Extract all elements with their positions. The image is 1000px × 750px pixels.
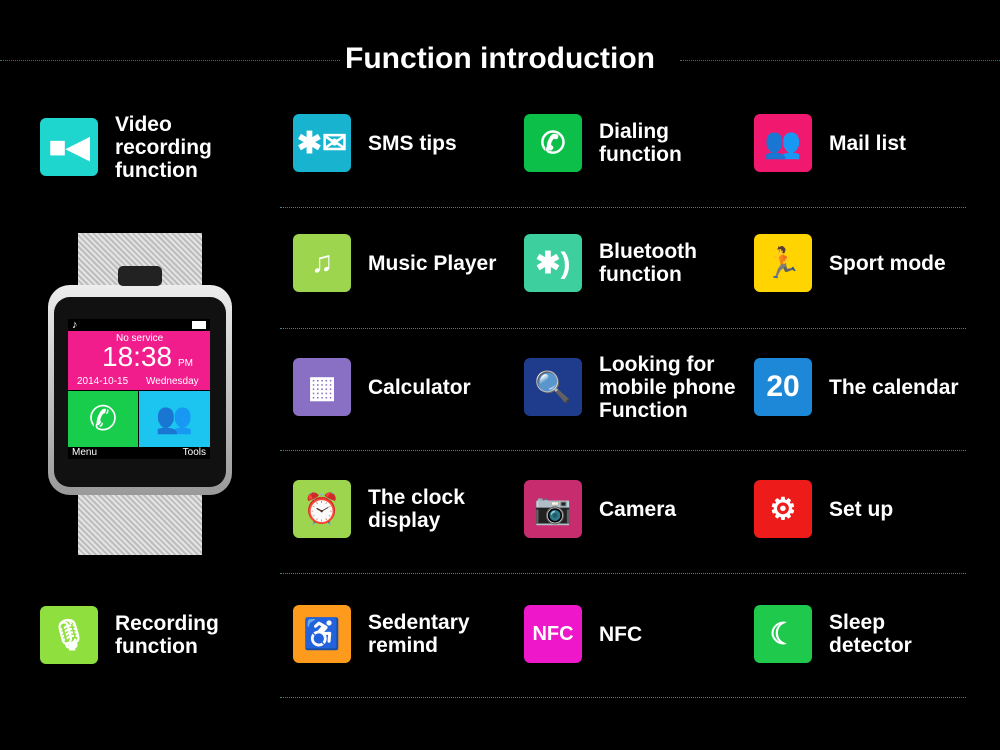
no-service-text: No service: [116, 333, 164, 344]
bluetooth-icon: ✱): [524, 234, 582, 292]
feature-label: Bluetooth function: [599, 240, 697, 286]
gear-icon: ⚙: [754, 480, 812, 538]
watch-phone-tile[interactable]: ✆: [68, 391, 138, 447]
watch-tools-label[interactable]: Tools: [182, 447, 206, 458]
divider: [280, 573, 966, 574]
feature-label: Video recording function: [115, 112, 212, 182]
feature-video-recording: ■◀ Video recording function: [40, 113, 212, 182]
page-title: Function introduction: [345, 42, 655, 75]
feature-label: Mail list: [829, 131, 907, 155]
feature-bluetooth: ✱) Bluetooth function: [524, 234, 697, 292]
feature-label: Camera: [599, 497, 677, 521]
battery-icon: [192, 321, 206, 329]
feature-setup: ⚙ Set up: [754, 480, 893, 538]
music-note-icon: ♫: [293, 234, 351, 292]
feature-label: Calculator: [368, 375, 471, 399]
feature-label: Sedentary remind: [368, 611, 470, 657]
watch-band-bottom: [78, 488, 202, 555]
watch-case: ♪ No service 18:38 PM 2014-10-15 Wednesd…: [48, 285, 232, 495]
microphone-icon: 🎙: [40, 606, 98, 664]
camera-icon: 📷: [524, 480, 582, 538]
feature-calculator: ▦ Calculator: [293, 358, 471, 416]
watch-ampm: PM: [178, 358, 193, 369]
feature-label: Recording function: [115, 612, 219, 658]
feature-label: Sport mode: [829, 251, 946, 275]
feature-label: SMS tips: [368, 131, 457, 155]
feature-mail-list: 👥 Mail list: [754, 114, 906, 172]
calculator-icon: ▦: [293, 358, 351, 416]
feature-nfc: NFC NFC: [524, 605, 642, 663]
feature-dialing: ✆ Dialing function: [524, 114, 682, 172]
feature-label: NFC: [599, 622, 643, 646]
watch-date: 2014-10-15: [77, 376, 129, 387]
feature-sedentary: ♿ Sedentary remind: [293, 605, 470, 663]
music-status-icon: ♪: [72, 319, 78, 331]
watch-bezel: ♪ No service 18:38 PM 2014-10-15 Wednesd…: [54, 297, 226, 487]
calendar-icon: 20: [754, 358, 812, 416]
divider: [280, 328, 966, 329]
feature-camera: 📷 Camera: [524, 480, 676, 538]
feature-label: The calendar: [829, 375, 959, 399]
video-icon: ■◀: [40, 118, 98, 176]
feature-sport-mode: 🏃 Sport mode: [754, 234, 946, 292]
watch-time: 18:38: [102, 341, 173, 372]
alarm-clock-icon: ⏰: [293, 480, 351, 538]
divider: [280, 697, 966, 698]
smartwatch-image: ♪ No service 18:38 PM 2014-10-15 Wednesd…: [48, 233, 232, 555]
watch-screen: ♪ No service 18:38 PM 2014-10-15 Wednesd…: [68, 319, 210, 459]
contacts-icon: 👥: [754, 114, 812, 172]
feature-sms-tips: ✱✉ SMS tips: [293, 114, 457, 172]
feature-label: Music Player: [368, 251, 497, 275]
watch-menu-label[interactable]: Menu: [72, 447, 98, 458]
watch-contacts-tile[interactable]: 👥: [139, 391, 210, 447]
clock-tile: No service 18:38 PM 2014-10-15 Wednesday: [68, 331, 210, 390]
feature-label: Dialing function: [599, 120, 682, 166]
feature-calendar: 20 The calendar: [754, 358, 959, 416]
feature-find-phone: 🔍 Looking for mobile phone Function: [524, 353, 736, 422]
feature-label: Sleep detector: [829, 611, 912, 657]
feature-clock: ⏰ The clock display: [293, 480, 465, 538]
feature-sleep: ☾ Sleep detector: [754, 605, 912, 663]
feature-recording: 🎙 Recording function: [40, 606, 219, 664]
sleep-icon: ☾: [754, 605, 812, 663]
feature-label: Looking for mobile phone Function: [599, 352, 736, 422]
feature-label: The clock display: [368, 486, 465, 532]
feature-music-player: ♫ Music Player: [293, 234, 496, 292]
watch-camera: [118, 266, 162, 286]
divider: [280, 450, 966, 451]
search-icon: 🔍: [524, 358, 582, 416]
title-line-left: [0, 60, 340, 61]
feature-label: Set up: [829, 497, 894, 521]
phone-icon: ✆: [524, 114, 582, 172]
seated-person-icon: ♿: [293, 605, 351, 663]
title-line-right: [680, 60, 1000, 61]
nfc-icon: NFC: [524, 605, 582, 663]
runner-icon: 🏃: [754, 234, 812, 292]
watch-weekday: Wednesday: [146, 376, 199, 387]
divider: [280, 207, 966, 208]
bluetooth-mail-icon: ✱✉: [293, 114, 351, 172]
